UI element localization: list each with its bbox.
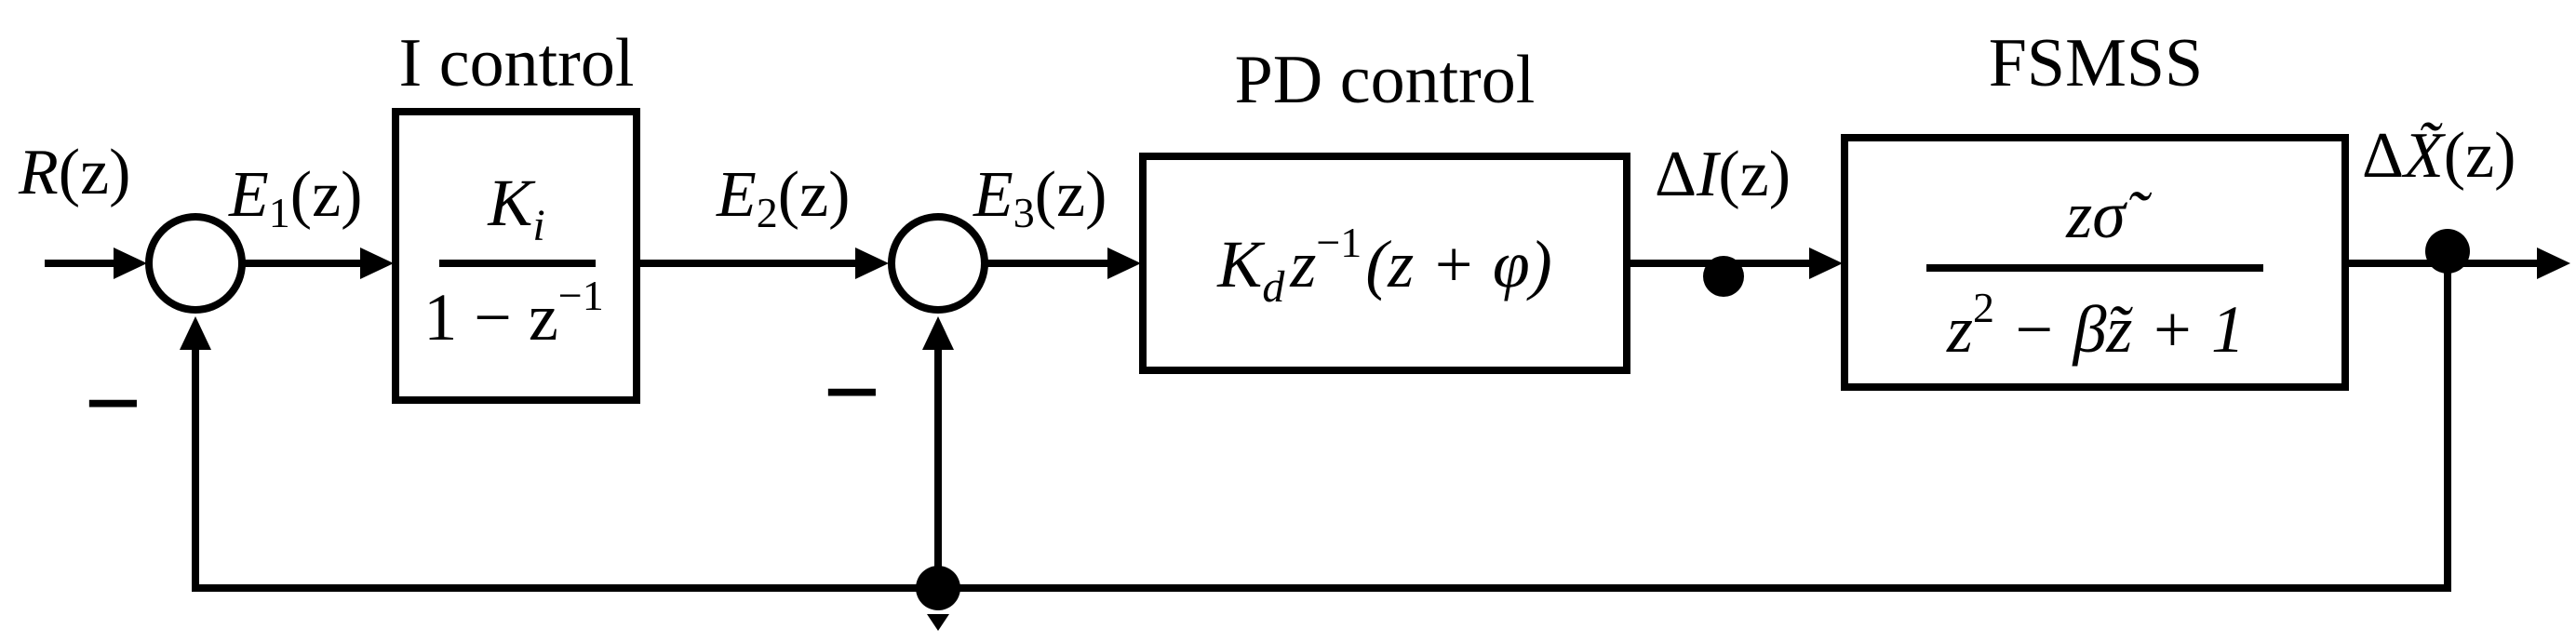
summing-junction-2 <box>888 213 988 314</box>
signal-e1-label: E1(z) <box>228 159 362 236</box>
fsmss-title: FSMSS <box>1989 25 2203 101</box>
i-control-numerator: Ki <box>487 166 544 250</box>
i-control-title: I control <box>399 25 635 101</box>
e2-arrow <box>855 247 889 279</box>
signal-delta-x-label: ΔX̃(z) <box>2362 120 2516 192</box>
e3-arrow <box>1107 247 1141 279</box>
fsmss-block <box>1841 134 2349 391</box>
minus-sign-1: − <box>84 346 142 460</box>
outer-feedback-arrow <box>180 316 211 350</box>
e1-arrow <box>360 247 394 279</box>
fsmss-denominator: z2 − β̃z + 1 <box>1946 284 2245 367</box>
bottom-tick-mark <box>927 614 949 631</box>
i-control-denominator: 1 − z−1 <box>423 272 604 354</box>
output-pickoff-dot <box>2425 229 2470 274</box>
pd-control-expression: Kdz−1(z + φ) <box>1216 219 1551 312</box>
inner-feedback-arrow <box>922 316 954 350</box>
pd-control-title: PD control <box>1235 42 1536 118</box>
signal-delta-i-label: ΔI(z) <box>1655 139 1791 210</box>
i-control-block <box>392 108 640 404</box>
pd-control-block <box>1139 153 1630 374</box>
delta-i-dot <box>1703 256 1744 297</box>
summing-junction-1 <box>145 213 246 314</box>
signal-r-label: R(z) <box>18 137 130 208</box>
minus-sign-2: − <box>823 335 881 448</box>
outer-feedback-line <box>192 263 2451 592</box>
delta-i-arrow <box>1809 247 1843 279</box>
input-arrow <box>114 247 147 279</box>
feedback-junction-dot <box>916 566 960 610</box>
signal-e3-label: E3(z) <box>973 159 1107 236</box>
signal-e2-label: E2(z) <box>716 159 850 236</box>
output-arrow <box>2537 247 2570 279</box>
